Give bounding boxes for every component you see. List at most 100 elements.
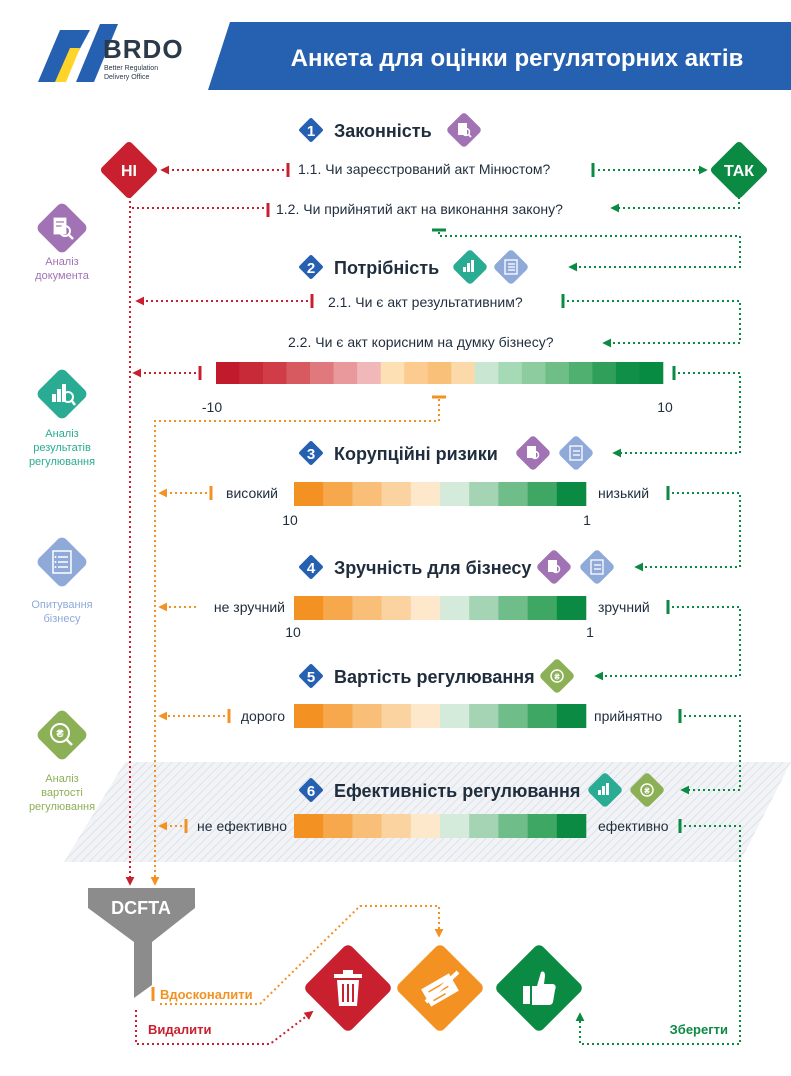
scale-segment [216, 362, 240, 384]
logo-mark-blue [38, 30, 90, 82]
outcome-keep [496, 945, 582, 1031]
scale-segment [352, 704, 382, 728]
section-4-survey-diamond [580, 550, 614, 584]
hatch-band [64, 762, 791, 862]
logo-subtitle-2: Delivery Office [104, 74, 149, 81]
scale-segment [323, 704, 353, 728]
sidebar-cost-label-1: Аналіз [45, 773, 78, 785]
answer-yes-diamond [710, 141, 768, 199]
scale-segment [323, 482, 353, 506]
delete-label: Видалити [148, 1022, 211, 1037]
survey-list-icon [52, 550, 72, 574]
question-2-2: 2.2. Чи є акт корисним на думку бізнесу? [288, 334, 554, 350]
section-1-title: Законність [334, 121, 432, 141]
section-3-number-diamond [299, 441, 323, 465]
scale-5-right-label: прийнятно [594, 708, 662, 724]
sidebar-cost-label-3: регулювання [29, 801, 95, 813]
scale-6-right-label: ефективно [598, 818, 669, 834]
scale-6-bar [294, 814, 587, 838]
scale-segment [357, 362, 381, 384]
scale-segment [556, 596, 587, 620]
q21-yes-connector [567, 300, 741, 348]
scale-segment [498, 704, 528, 728]
section-6-number: 6 [307, 783, 315, 800]
scale-segment [352, 482, 382, 506]
section-2-title: Потрібність [334, 258, 439, 278]
scale-2-bar [216, 362, 664, 384]
scale-segment [556, 814, 587, 838]
section-6-header: 6 Ефективність регулювання ₴ [299, 773, 664, 807]
scale-segment [556, 482, 587, 506]
scale-segment [294, 482, 324, 506]
section-2-chart-icon [463, 260, 474, 272]
scale-5-left-label: дорого [241, 708, 285, 724]
scale-segment [469, 482, 499, 506]
sidebar-survey-label-2: бізнесу [44, 613, 81, 625]
section-4-title: Зручність для бізнесу [334, 558, 531, 578]
answer-no-label: НІ [121, 163, 137, 180]
sidebar-results-label-2: результатів [33, 442, 91, 454]
scale-4-max: 1 [586, 624, 594, 640]
page-title: Анкета для оцінки регуляторних актів [291, 45, 744, 72]
section-5-number-diamond [299, 664, 323, 688]
section-1-number: 1 [307, 123, 315, 140]
scale-segment [474, 362, 499, 384]
scale-segment [410, 596, 441, 620]
scale-segment [410, 704, 441, 728]
scale-2-mid-connector [150, 399, 440, 886]
section-2-header: 2 Потрібність [299, 250, 528, 284]
sidebar-cost-analysis: ₴ Аналіз вартості регулювання [29, 710, 95, 813]
scale-segment [352, 814, 382, 838]
scale-segment [381, 814, 412, 838]
section-1-doc-search-icon [458, 123, 472, 138]
scale-segment [556, 704, 587, 728]
scale-segment [521, 362, 546, 384]
scale-segment [440, 814, 470, 838]
scale-segment [469, 814, 499, 838]
scale-6-left-label: не ефективно [197, 818, 287, 834]
scale-segment [615, 362, 640, 384]
scale-3-right-connector [634, 492, 741, 572]
scale-segment [410, 814, 441, 838]
scale-segment [310, 362, 334, 384]
sidebar-doc-label-1: Аналіз [45, 256, 78, 268]
sidebar-doc-label-2: документа [35, 270, 90, 282]
scale-segment [323, 596, 353, 620]
logo-mark-yellow [55, 48, 80, 82]
scale-segment [440, 596, 470, 620]
sidebar-results-label-3: регулювання [29, 456, 95, 468]
scale-3-bar [294, 482, 587, 506]
scale-segment [440, 704, 470, 728]
delete-connector [135, 1010, 314, 1045]
cost-analysis-diamond [37, 710, 87, 760]
scale-segment [323, 814, 353, 838]
scale-segment [263, 362, 287, 384]
scale-segment [527, 814, 558, 838]
sidebar-doc-analysis: Аналіз документа [35, 203, 90, 282]
section-1-header: 1 Законність [299, 113, 481, 147]
svg-text:₴: ₴ [644, 787, 650, 796]
section-3-number: 3 [307, 446, 315, 463]
logo-mark-blue-2 [76, 24, 118, 82]
scale-segment [381, 596, 412, 620]
section-4-list-icon [590, 559, 604, 575]
section-6-coin-icon: ₴ [640, 783, 654, 797]
thumbs-up-icon [523, 971, 556, 1005]
scale-3-left-label: високий [226, 485, 278, 501]
scale-segment [381, 482, 412, 506]
scale-segment [440, 482, 470, 506]
scale-segment [568, 362, 593, 384]
svg-text:₴: ₴ [554, 673, 560, 682]
section-2-number-diamond [299, 255, 323, 279]
improve-connector [160, 905, 444, 1005]
scale-3-right-label: низький [598, 485, 649, 501]
scale-segment [527, 482, 558, 506]
logo-text: BRDO [103, 34, 184, 64]
scale-segment [294, 814, 324, 838]
section-1-number-diamond [299, 118, 323, 142]
section-5-number: 5 [307, 669, 315, 686]
section-5-cost-diamond [540, 659, 574, 693]
scale-3-max: 1 [583, 512, 591, 528]
section-3-list-icon [569, 445, 583, 461]
sidebar-results-analysis: Аналіз результатів регулювання [29, 369, 95, 468]
